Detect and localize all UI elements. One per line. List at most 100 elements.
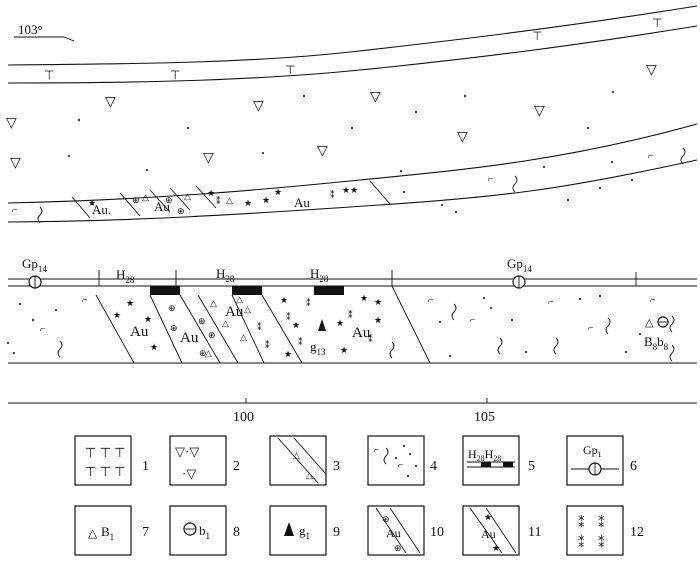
plan-au-label-1: Au. (92, 202, 111, 217)
triangle-dot-pattern: ▽ ▽ ▽ ▽ ▽ ▽ ▽ ▽ ▽ ▽ (6, 63, 657, 172)
svg-text:⌐: ⌐ (374, 445, 380, 456)
svg-text:△: △ (293, 450, 300, 460)
svg-text:g1: g1 (299, 523, 310, 541)
svg-text:★: ★ (350, 185, 358, 195)
svg-text:⊕: ⊕ (165, 195, 173, 205)
contact-line-4 (7, 159, 698, 223)
svg-text:▽: ▽ (534, 104, 545, 119)
h28-label-3: H28 (310, 266, 329, 284)
legend-item-5: H28H28 5 (462, 435, 535, 486)
svg-text:Gp14: Gp14 (507, 256, 532, 274)
svg-text:▽: ▽ (203, 151, 214, 166)
contact-line-3 (7, 123, 698, 204)
svg-text:△: △ (244, 304, 251, 314)
svg-text:Gp14: Gp14 (22, 256, 47, 274)
legend-item-11: ★ Au ★ 11 (462, 505, 541, 556)
svg-text:△: △ (205, 348, 212, 358)
orientation-label: 103° (18, 22, 43, 37)
svg-text:Au: Au (481, 527, 496, 541)
svg-text:⌐: ⌐ (470, 315, 476, 326)
cross-section: Gp14 Gp14 H28 H28 H28 Au Au Au Au g13 (7, 256, 697, 364)
legend-item-2: ▽·▽ ·▽ 2 (169, 435, 240, 486)
legend: ⊤ ⊤ ⊤ ⊤ ⊤ ⊤ 1 ▽·▽ ·▽ 2 △ △ 3 ⌐ ⌐ (74, 435, 644, 556)
h28-bar-3 (314, 286, 344, 295)
svg-text:★: ★ (292, 320, 300, 330)
legend-item-6: Gp1 6 (566, 435, 637, 486)
svg-text:★: ★ (360, 293, 368, 303)
plan-au-label-2: Au (154, 199, 170, 214)
plan-view: 103° ⊤ ⊤ ⊤ ⊤ ⊤ ▽ ▽ ▽ ▽ ▽ ▽ ▽ ▽ ▽ ▽ (6, 5, 698, 224)
svg-text:⁑: ⁑ (306, 297, 311, 308)
legend-item-9: g1 9 (269, 505, 340, 556)
svg-text:⁑: ⁑ (257, 321, 262, 332)
legend-item-8: b1 8 (169, 505, 240, 556)
svg-text:Gp1: Gp1 (583, 443, 602, 459)
section-au-label-1: Au (130, 324, 149, 340)
svg-text:⌐: ⌐ (82, 295, 88, 306)
svg-text:⊤: ⊤ (170, 68, 180, 82)
b8-symbol-group: △ B8b8 (644, 315, 675, 352)
tuff-marks: ⊤ ⊤ ⊤ ⊤ ⊤ (44, 16, 662, 82)
svg-text:8: 8 (233, 525, 240, 540)
svg-text:★: ★ (492, 543, 500, 553)
svg-text:⌐: ⌐ (12, 205, 18, 216)
gp-marker-right: Gp14 (507, 256, 532, 289)
svg-text:△: △ (222, 318, 229, 328)
dash-squiggle-pattern: ⌐ ⌐ ⌐ (12, 147, 686, 224)
svg-text:▽: ▽ (370, 90, 381, 105)
scale-tick-105: 105 (474, 410, 495, 425)
svg-text:⁑: ⁑ (348, 309, 353, 320)
svg-text:⊤ ⊤ ⊤: ⊤ ⊤ ⊤ (85, 464, 125, 479)
svg-text:★: ★ (280, 295, 288, 305)
h28-label-1: H28 (116, 267, 135, 285)
svg-text:★: ★ (150, 342, 158, 352)
svg-text:⁑: ⁑ (216, 195, 221, 206)
svg-text:▽: ▽ (253, 99, 264, 114)
section-ore-symbols: ★ ★ ★ ★ ⊕ ⊕ ⊕ ⊕ ⊕ △ △ △ △ △ △ ⁑ ⁑ ⁑ ⁑ ⁑ … (113, 293, 382, 359)
svg-text:★: ★ (374, 297, 382, 307)
plan-ore-bands: Au. Au Au ★ ⊕ △ ⊕ ⊕ △ ★ ⁑ △ ★ ★ ★ ⁑ ★ ★ (71, 180, 391, 219)
scale-tick-100: 100 (233, 410, 254, 425)
svg-text:7: 7 (142, 525, 149, 540)
svg-text:▽: ▽ (6, 116, 17, 131)
svg-text:▽·▽: ▽·▽ (175, 444, 199, 459)
orientation-arrow (14, 36, 75, 42)
svg-text:⊤: ⊤ (532, 29, 542, 43)
svg-text:10: 10 (430, 525, 444, 540)
svg-text:⌐: ⌐ (548, 297, 554, 308)
svg-text:⊕: ⊕ (198, 316, 206, 326)
svg-text:★: ★ (262, 195, 270, 205)
svg-text:⁑: ⁑ (578, 515, 585, 530)
svg-text:⊕: ⊕ (168, 303, 176, 313)
svg-text:△: △ (236, 294, 243, 304)
svg-text:B8b8: B8b8 (644, 334, 669, 352)
svg-text:⁑: ⁑ (298, 336, 303, 347)
svg-text:★: ★ (340, 345, 348, 355)
svg-text:★: ★ (113, 310, 121, 320)
svg-text:3: 3 (333, 459, 340, 474)
svg-text:b1: b1 (199, 523, 210, 541)
svg-text:⁑: ⁑ (598, 515, 605, 530)
svg-text:⊤: ⊤ (44, 68, 54, 82)
legend-item-7: △ B1 7 (74, 505, 149, 556)
svg-text:★: ★ (144, 314, 152, 324)
svg-text:⁑: ⁑ (330, 189, 335, 200)
plan-au-label-3: Au (294, 195, 310, 210)
svg-text:▽: ▽ (457, 130, 468, 145)
contact-line-2 (7, 25, 698, 84)
svg-text:▽: ▽ (10, 156, 21, 171)
section-au-label-3: Au (225, 304, 244, 320)
svg-text:★: ★ (274, 187, 282, 197)
svg-text:★: ★ (284, 349, 292, 359)
legend-item-4: ⌐ ⌐ 4 (367, 435, 437, 486)
svg-text:△: △ (142, 192, 149, 202)
svg-text:6: 6 (630, 459, 637, 474)
svg-text:★: ★ (207, 188, 215, 198)
svg-text:▽: ▽ (317, 144, 328, 159)
svg-text:★: ★ (336, 318, 344, 328)
svg-text:⊕: ⊕ (394, 543, 402, 553)
h28-bar-1 (150, 286, 180, 295)
svg-text:△: △ (226, 195, 233, 205)
svg-text:⊕: ⊕ (177, 206, 185, 216)
svg-text:1: 1 (142, 459, 149, 474)
